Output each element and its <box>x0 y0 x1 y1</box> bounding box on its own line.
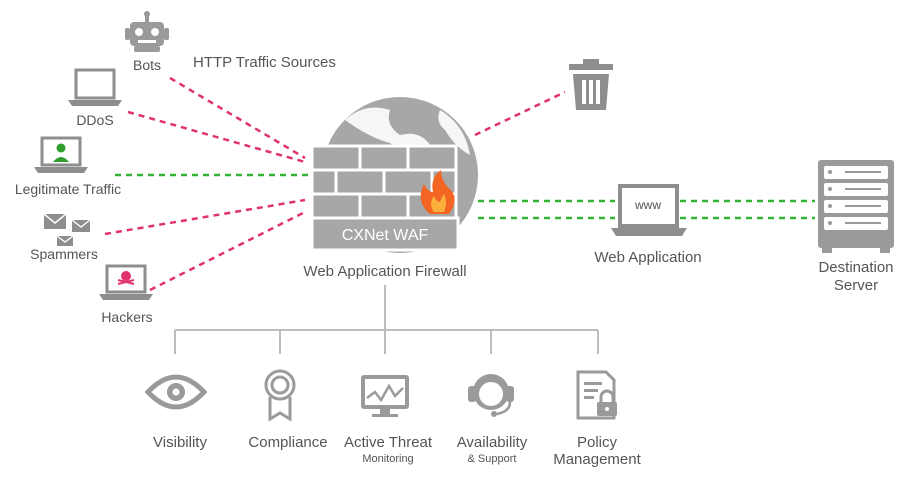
flame-icon <box>420 170 455 214</box>
legitimate-traffic-label: Legitimate Traffic <box>14 181 122 197</box>
bots-connector <box>169 76 306 160</box>
robot-icon <box>125 11 169 52</box>
hacker-laptop-icon <box>99 264 153 300</box>
webapp-laptop-icon <box>611 184 687 236</box>
hackers-label: Hackers <box>101 309 153 325</box>
www-screen-text: www <box>635 198 661 212</box>
feature-threat-label: Active Threat <box>343 434 433 451</box>
certificate-icon <box>264 369 296 422</box>
feature-availability-sub: & Support <box>467 453 517 465</box>
server-label-line1: Destination <box>818 259 894 276</box>
feature-visibility-label: Visibility <box>153 434 207 451</box>
waf-label: Web Application Firewall <box>303 263 467 280</box>
envelope-icon <box>43 213 91 246</box>
feature-tree <box>174 285 599 354</box>
waf-brand: CXNet WAF <box>341 227 429 244</box>
headset-support-icon <box>468 374 514 417</box>
feature-policy-sub: Management <box>553 451 641 468</box>
feature-policy-label: Policy <box>576 434 618 451</box>
eye-icon <box>144 374 208 410</box>
feature-compliance-label: Compliance <box>248 434 328 451</box>
spammers-connector <box>104 198 306 236</box>
ddos-connector <box>127 110 306 164</box>
trash-icon <box>569 59 613 110</box>
ddos-label: DDoS <box>76 112 114 128</box>
ddos-laptop-icon <box>68 68 122 106</box>
sources-title: HTTP Traffic Sources <box>193 54 336 71</box>
feature-threat-sub: Monitoring <box>362 453 414 465</box>
server-icon <box>818 160 894 253</box>
spammers-label: Spammers <box>30 246 98 262</box>
firewall-wall-icon <box>310 144 460 252</box>
server-label-line2: Server <box>833 277 879 294</box>
document-lock-icon <box>576 370 617 420</box>
trash-connector <box>474 90 566 137</box>
monitor-chart-icon <box>361 375 409 417</box>
hackers-connector <box>149 210 306 292</box>
webapp-label: Web Application <box>594 249 702 266</box>
bots-label: Bots <box>132 57 162 73</box>
legitimate-laptop-icon <box>34 136 88 173</box>
feature-availability-label: Availability <box>456 434 528 451</box>
